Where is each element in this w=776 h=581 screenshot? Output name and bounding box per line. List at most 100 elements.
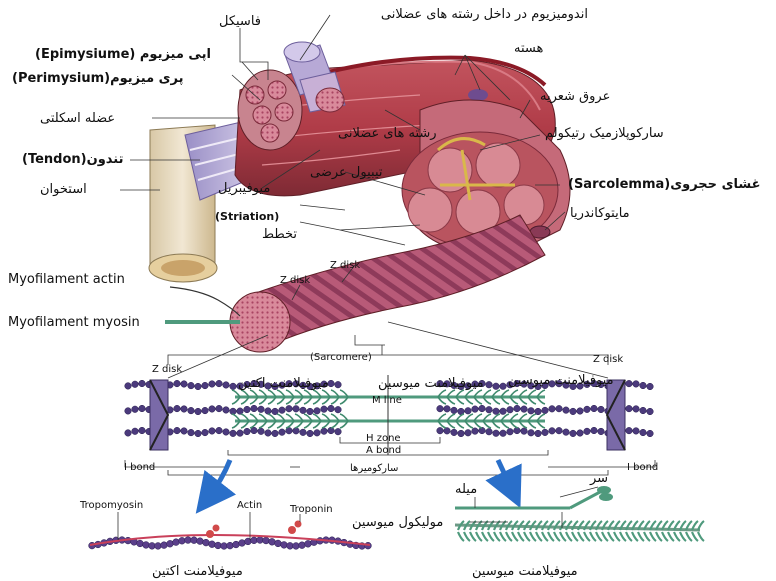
actin-monomer xyxy=(137,540,144,547)
actin-bead xyxy=(626,405,633,412)
label-epimysium: (Epimysiume) اپی میزیوم xyxy=(35,47,211,62)
actin-bead xyxy=(132,428,139,435)
actin-bead xyxy=(486,406,493,413)
actin-bead xyxy=(195,408,202,415)
actin-monomer xyxy=(191,537,198,544)
actin-bead xyxy=(125,408,132,415)
actin-bead xyxy=(535,430,542,437)
actin-bead xyxy=(528,429,535,436)
label-tropomyosin: Tropomyosin xyxy=(79,500,143,511)
actin-bead xyxy=(209,406,216,413)
actin-bead xyxy=(570,408,577,415)
actin-bead xyxy=(272,430,279,437)
actin-bead xyxy=(216,380,223,387)
myosin-head-mark xyxy=(500,521,506,541)
label-skeletal-muscle: عضله اسکلتی xyxy=(40,111,115,126)
actin-monomer xyxy=(239,540,246,547)
label-myosin-myofilament-2: میوفیلامنت میوسین xyxy=(508,373,614,388)
actin-bead xyxy=(209,381,216,388)
actin-bead xyxy=(549,406,556,413)
actin-bead xyxy=(493,383,500,390)
actin-bead xyxy=(258,406,265,413)
myosin-head-mark xyxy=(512,521,518,541)
myosin-head-mark xyxy=(578,521,584,541)
label-myofilament-myosin: Myofilament myosin xyxy=(8,315,140,330)
actin-bead xyxy=(486,428,493,435)
actin-bead xyxy=(472,428,479,435)
label-nucleus: هسته xyxy=(514,41,543,56)
myosin-head-mark xyxy=(482,521,488,541)
label-i-bond-right: I bond xyxy=(627,462,658,473)
label-sarcolemma: (Sarcolemma)غشای حجروی xyxy=(568,177,760,192)
actin-bead xyxy=(507,406,514,413)
actin-bead xyxy=(633,428,640,435)
label-sarcomere: (Sarcomere) xyxy=(310,352,372,363)
actin-bead xyxy=(598,428,605,435)
label-z-disk-right: Z disk xyxy=(593,354,623,365)
myosin-head-mark xyxy=(542,521,548,541)
label-myosin-filament-bottom: میوفیلامنت میوسین xyxy=(472,564,578,579)
actin-bead xyxy=(500,430,507,437)
actin-bead xyxy=(321,406,328,413)
actin-bead xyxy=(286,405,293,412)
actin-monomer xyxy=(293,543,300,550)
actin-bead xyxy=(258,428,265,435)
actin-bead xyxy=(223,407,230,414)
label-z-disk-top: Z disk xyxy=(330,260,360,271)
actin-filament-detail xyxy=(89,512,372,549)
myosin-head-mark xyxy=(590,521,596,541)
actin-filament-strand xyxy=(170,287,240,316)
myosin-head-mark xyxy=(614,521,620,541)
actin-bead xyxy=(230,383,237,390)
label-m-line: M line xyxy=(372,395,402,406)
actin-monomer xyxy=(269,538,276,545)
actin-bead xyxy=(437,405,444,412)
actin-bead xyxy=(500,408,507,415)
label-rod: میله xyxy=(455,482,477,497)
actin-bead xyxy=(335,406,342,413)
actin-bead xyxy=(188,429,195,436)
myosin-head-mark xyxy=(644,521,650,541)
actin-bead xyxy=(307,430,314,437)
actin-bead xyxy=(300,429,307,436)
myosin-head-mark xyxy=(536,521,542,541)
actin-bead xyxy=(640,429,647,436)
actin-monomer xyxy=(173,539,180,546)
actin-bead xyxy=(514,405,521,412)
label-striation-fa: تخطط xyxy=(262,227,297,242)
label-sarcomeres-fa: سارکومیرها xyxy=(350,463,398,474)
actin-monomer xyxy=(233,541,240,548)
actin-bead xyxy=(174,405,181,412)
label-blood-vessels: عروق شعریه xyxy=(540,89,610,104)
myosin-head-mark xyxy=(488,521,494,541)
troponin-blob xyxy=(288,526,296,534)
actin-monomer xyxy=(167,540,174,547)
actin-bead xyxy=(647,430,654,437)
actin-monomer xyxy=(155,543,162,550)
actin-monomer xyxy=(215,542,222,549)
z-disk-right-shape xyxy=(607,380,625,450)
actin-bead xyxy=(577,430,584,437)
actin-bead xyxy=(444,428,451,435)
actin-monomer xyxy=(275,540,282,547)
actin-bead xyxy=(314,408,321,415)
actin-bead xyxy=(223,429,230,436)
myosin-head-mark xyxy=(572,521,578,541)
actin-bead xyxy=(444,406,451,413)
arrow-to-actin-detail xyxy=(208,460,230,498)
label-fascicle: فاسیکل xyxy=(219,14,261,29)
actin-bead xyxy=(237,408,244,415)
myosin-head xyxy=(597,486,611,494)
actin-bead xyxy=(244,428,251,435)
actin-bead xyxy=(279,429,286,436)
actin-bead xyxy=(328,405,335,412)
label-myofilament-actin: Myofilament actin xyxy=(8,272,125,287)
myosin-head-mark xyxy=(548,521,554,541)
actin-bead xyxy=(493,430,500,437)
label-actin: Actin xyxy=(237,500,262,511)
actin-bead xyxy=(139,380,146,387)
myosin-head-mark xyxy=(530,521,536,541)
label-muscle-fibers: رشته های عضلانی xyxy=(338,126,437,141)
label-i-bond-left: I bond xyxy=(124,462,155,473)
actin-bead xyxy=(479,427,486,434)
